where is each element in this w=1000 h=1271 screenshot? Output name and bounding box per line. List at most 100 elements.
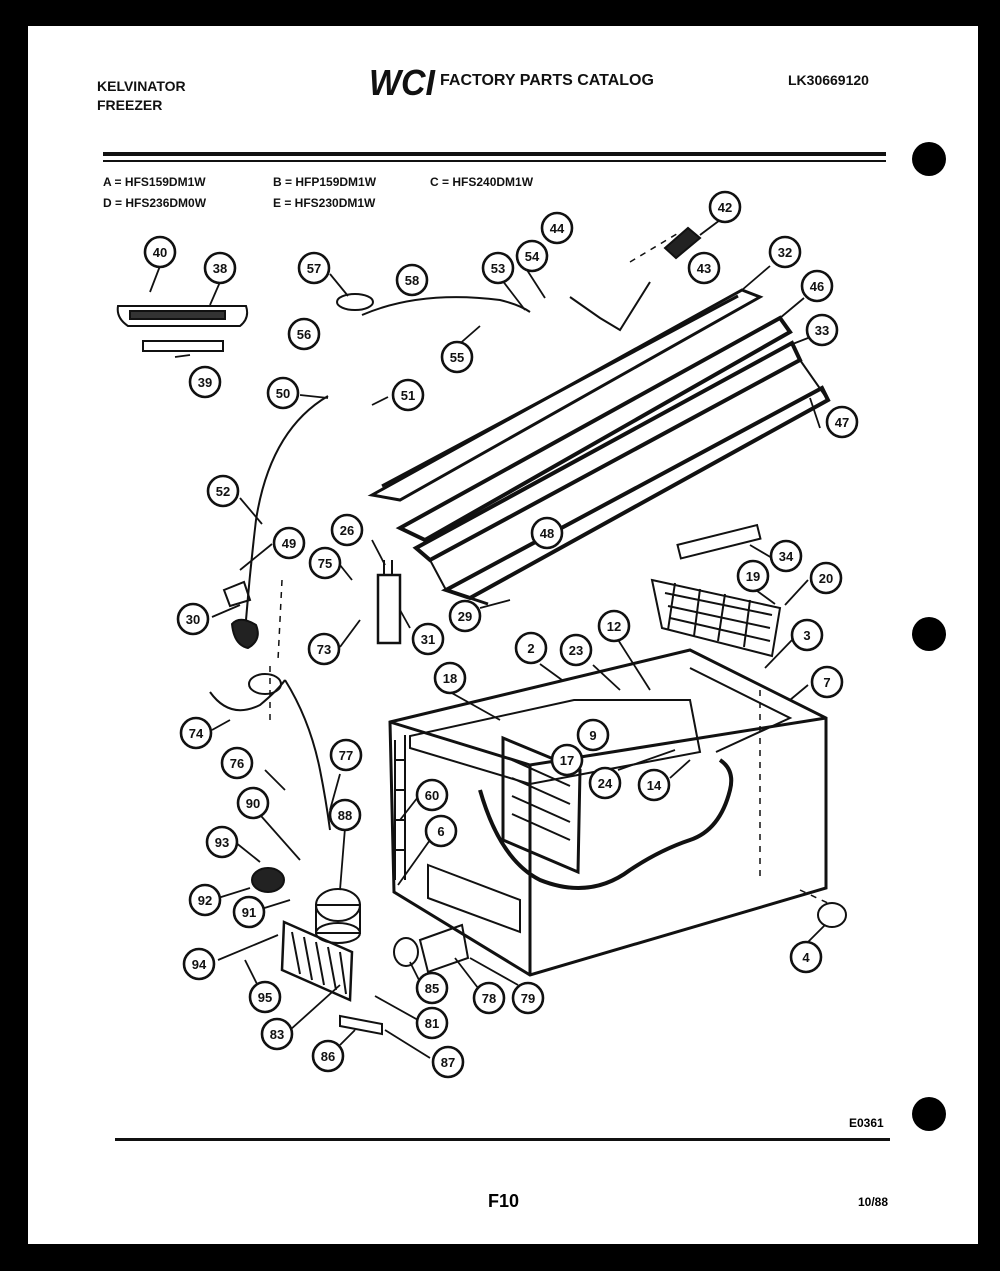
callout-circle bbox=[143, 235, 177, 269]
door-seal-tube bbox=[478, 758, 734, 890]
callout-number: 88 bbox=[338, 808, 352, 823]
callout-balloon-14: 14 bbox=[637, 768, 671, 802]
brand-name: KELVINATOR bbox=[97, 78, 186, 94]
callout-number: 29 bbox=[458, 609, 472, 624]
callout-circle bbox=[328, 798, 362, 832]
callout-balloon-81: 81 bbox=[415, 1006, 449, 1040]
callout-number: 95 bbox=[258, 990, 272, 1005]
callout-circle bbox=[800, 269, 834, 303]
callout-circle bbox=[266, 376, 300, 410]
callout-number: 75 bbox=[318, 556, 332, 571]
figure-code: E0361 bbox=[849, 1116, 884, 1130]
callout-number: 74 bbox=[189, 726, 204, 741]
callout-circle bbox=[736, 559, 770, 593]
callout-circle bbox=[431, 1045, 465, 1079]
callout-balloon-86: 86 bbox=[311, 1039, 345, 1073]
callout-circle bbox=[205, 825, 239, 859]
callout-number: 26 bbox=[340, 523, 354, 538]
callout-number: 12 bbox=[607, 619, 621, 634]
callout-circle bbox=[307, 632, 341, 666]
callout-balloon-77: 77 bbox=[329, 738, 363, 772]
callout-circle bbox=[825, 405, 859, 439]
callout-balloon-32: 32 bbox=[768, 235, 802, 269]
callout-circle bbox=[530, 516, 564, 550]
callout-balloon-79: 79 bbox=[511, 981, 545, 1015]
callout-circle bbox=[182, 947, 216, 981]
callout-balloon-90: 90 bbox=[236, 786, 270, 820]
callout-number: 90 bbox=[246, 796, 260, 811]
callout-circle bbox=[415, 971, 449, 1005]
callout-circle bbox=[179, 716, 213, 750]
callout-number: 73 bbox=[317, 642, 331, 657]
callout-number: 55 bbox=[450, 350, 464, 365]
callout-balloon-78: 78 bbox=[472, 981, 506, 1015]
callout-number: 3 bbox=[803, 628, 810, 643]
callout-number: 43 bbox=[697, 261, 711, 276]
callout-number: 40 bbox=[153, 245, 167, 260]
binder-hole-middle bbox=[912, 617, 946, 651]
callout-balloon-23: 23 bbox=[559, 633, 593, 667]
callout-number: 7 bbox=[823, 675, 830, 690]
callout-number: 9 bbox=[589, 728, 596, 743]
handle-part bbox=[116, 305, 249, 327]
callout-balloon-87: 87 bbox=[431, 1045, 465, 1079]
callout-balloon-51: 51 bbox=[391, 378, 425, 412]
callout-balloon-46: 46 bbox=[800, 269, 834, 303]
callout-circle bbox=[308, 546, 342, 580]
handle-strip-part bbox=[142, 340, 224, 352]
hinge-part bbox=[376, 573, 402, 645]
callout-number: 20 bbox=[819, 571, 833, 586]
callout-number: 78 bbox=[482, 991, 496, 1006]
callout-balloon-49: 49 bbox=[272, 526, 306, 560]
callout-number: 86 bbox=[321, 1049, 335, 1064]
callout-number: 47 bbox=[835, 415, 849, 430]
bracket-part bbox=[418, 923, 470, 974]
callout-circle bbox=[329, 738, 363, 772]
model-e: E = HFS230DM1W bbox=[273, 196, 376, 210]
callout-number: 33 bbox=[815, 323, 829, 338]
callout-balloon-56: 56 bbox=[287, 317, 321, 351]
callout-circle bbox=[481, 251, 515, 285]
callout-balloon-53: 53 bbox=[481, 251, 515, 285]
callout-circle bbox=[260, 1017, 294, 1051]
callout-number: 18 bbox=[443, 671, 457, 686]
callout-circle bbox=[203, 251, 237, 285]
callout-number: 92 bbox=[198, 893, 212, 908]
cord-cable bbox=[284, 679, 331, 831]
callout-number: 30 bbox=[186, 612, 200, 627]
document-id: LK30669120 bbox=[788, 72, 869, 88]
callout-balloon-2: 2 bbox=[514, 631, 548, 665]
callout-number: 50 bbox=[276, 386, 290, 401]
callout-circle bbox=[311, 1039, 345, 1073]
lid-assembly bbox=[367, 288, 831, 606]
callout-number: 2 bbox=[527, 641, 534, 656]
callout-number: 32 bbox=[778, 245, 792, 260]
thermostat-bracket bbox=[222, 580, 252, 608]
callout-number: 91 bbox=[242, 905, 256, 920]
callout-circle bbox=[424, 814, 458, 848]
callout-balloon-38: 38 bbox=[203, 251, 237, 285]
callout-circle bbox=[330, 513, 364, 547]
model-d: D = HFS236DM0W bbox=[103, 196, 207, 210]
callout-number: 31 bbox=[421, 632, 435, 647]
cabinet bbox=[388, 648, 828, 977]
callout-balloon-93: 93 bbox=[205, 825, 239, 859]
callout-number: 34 bbox=[779, 549, 794, 564]
callout-circle bbox=[220, 746, 254, 780]
power-cord bbox=[209, 679, 286, 712]
callout-balloon-4: 4 bbox=[789, 940, 823, 974]
drain-plug-part bbox=[393, 937, 419, 967]
callout-number: 53 bbox=[491, 261, 505, 276]
callout-balloon-85: 85 bbox=[415, 971, 449, 1005]
header-rule-thick bbox=[103, 152, 886, 156]
callout-balloon-20: 20 bbox=[809, 561, 843, 595]
leg-part bbox=[817, 902, 847, 928]
callout-number: 60 bbox=[425, 788, 439, 803]
callout-balloon-30: 30 bbox=[176, 602, 210, 636]
callout-circle bbox=[415, 778, 449, 812]
callout-balloon-31: 31 bbox=[411, 622, 445, 656]
callout-circle bbox=[768, 235, 802, 269]
callout-balloon-24: 24 bbox=[588, 766, 622, 800]
leveler-part bbox=[339, 1014, 383, 1036]
